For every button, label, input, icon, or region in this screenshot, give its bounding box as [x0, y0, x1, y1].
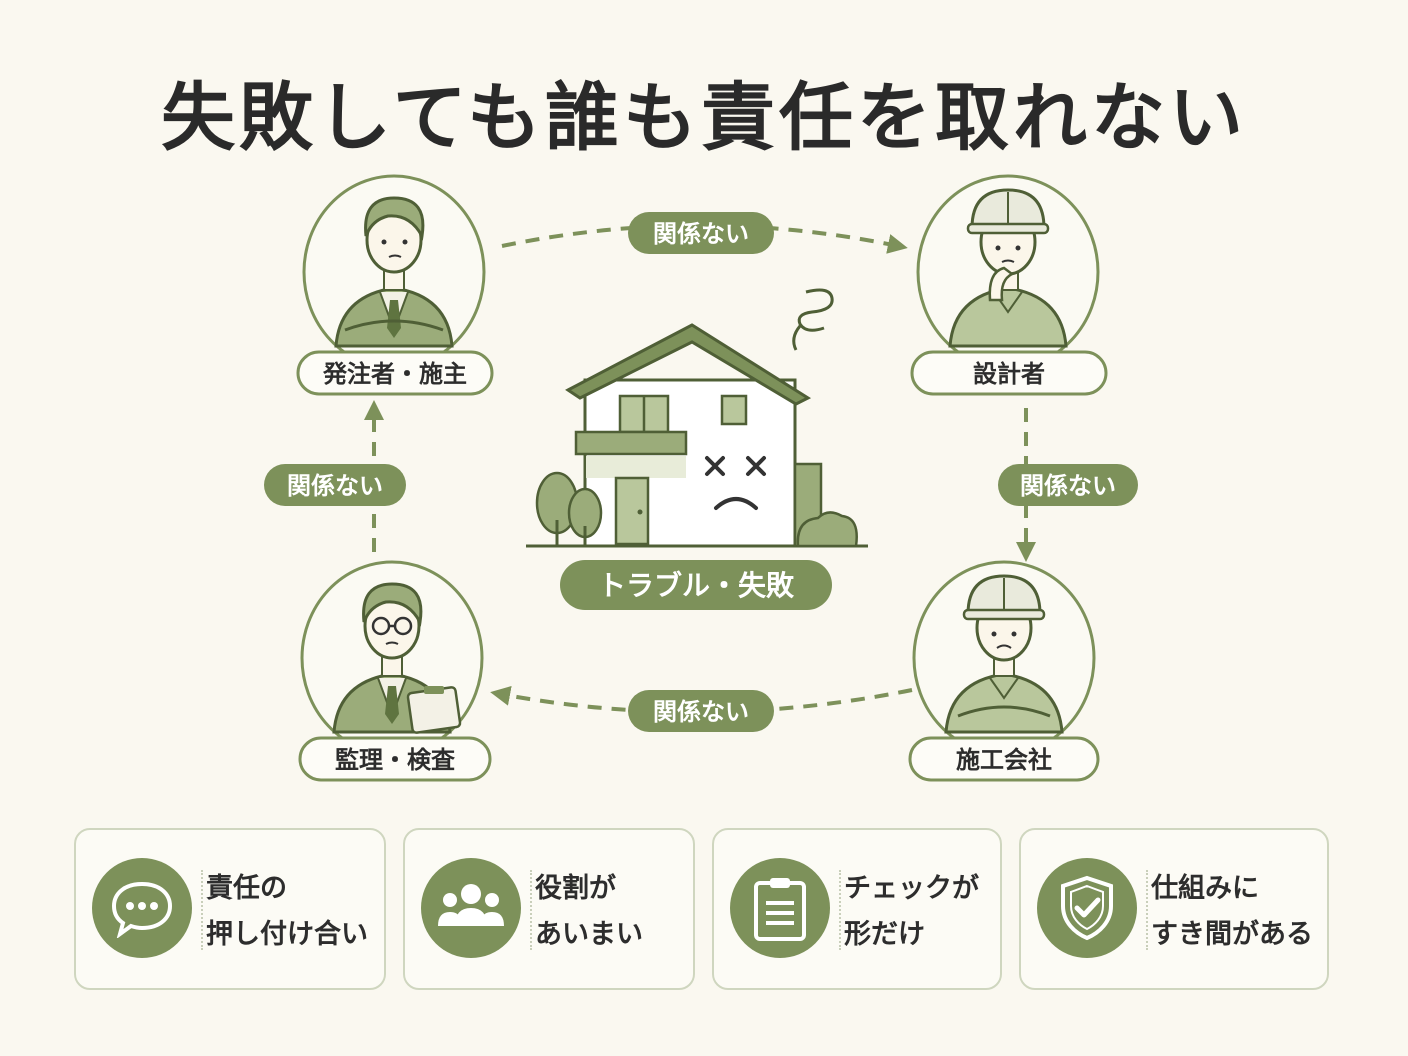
card-text: 役割が あいまい — [535, 873, 643, 950]
supervisor-figure — [300, 560, 484, 756]
arrow-bottom — [490, 685, 913, 715]
svg-text:発注者・施主: 発注者・施主 — [322, 360, 467, 388]
owner-label: 発注者・施主 — [296, 350, 494, 396]
arrow-label-right: 関係ない — [998, 464, 1138, 506]
people-group-icon — [421, 858, 521, 958]
card-ambiguous-roles: 役割が あいまい — [403, 828, 695, 990]
card-text: 仕組みに すき間がある — [1151, 873, 1313, 950]
arrow-label-bottom: 関係ない — [628, 690, 774, 732]
card-text: チェックが 形だけ — [844, 873, 979, 950]
shield-check-icon — [1037, 858, 1137, 958]
card-divider — [1146, 870, 1148, 950]
arrow-label-top: 関係ない — [628, 212, 774, 254]
svg-text:関係ない: 関係ない — [287, 472, 383, 500]
designer-figure — [916, 174, 1100, 370]
speech-bubble-icon — [92, 858, 192, 958]
designer-label: 設計者 — [910, 350, 1108, 396]
card-blame-shifting: 責任の 押し付け合い — [74, 828, 386, 990]
contractor-figure — [912, 560, 1096, 756]
card-text: 責任の 押し付け合い — [206, 873, 368, 950]
arrow-label-left: 関係ない — [264, 464, 406, 506]
page-title: 失敗しても誰も責任を取れない — [160, 75, 1248, 161]
card-divider — [201, 870, 203, 950]
card-divider — [839, 870, 841, 950]
svg-text:トラブル・失敗: トラブル・失敗 — [598, 569, 795, 602]
svg-text:設計者: 設計者 — [973, 360, 1045, 388]
clipboard-icon — [730, 858, 830, 958]
svg-text:関係ない: 関係ない — [653, 698, 749, 726]
supervisor-label: 監理・検査 — [298, 736, 492, 782]
svg-text:関係ない: 関係ない — [1020, 472, 1116, 500]
svg-text:施工会社: 施工会社 — [956, 746, 1052, 774]
contractor-label: 施工会社 — [908, 736, 1100, 782]
card-divider — [530, 870, 532, 950]
card-formal-checks: チェックが 形だけ — [712, 828, 1002, 990]
svg-text:関係ない: 関係ない — [653, 220, 749, 248]
sad-house-illustration — [526, 288, 868, 548]
responsibility-diagram: 関係ない 関係ない 関係ない 関係ない 発注者・施主 — [264, 174, 1138, 782]
svg-text:監理・検査: 監理・検査 — [335, 746, 455, 774]
owner-figure — [302, 174, 486, 370]
center-label: トラブル・失敗 — [560, 560, 832, 610]
card-system-gaps: 仕組みに すき間がある — [1019, 828, 1329, 990]
